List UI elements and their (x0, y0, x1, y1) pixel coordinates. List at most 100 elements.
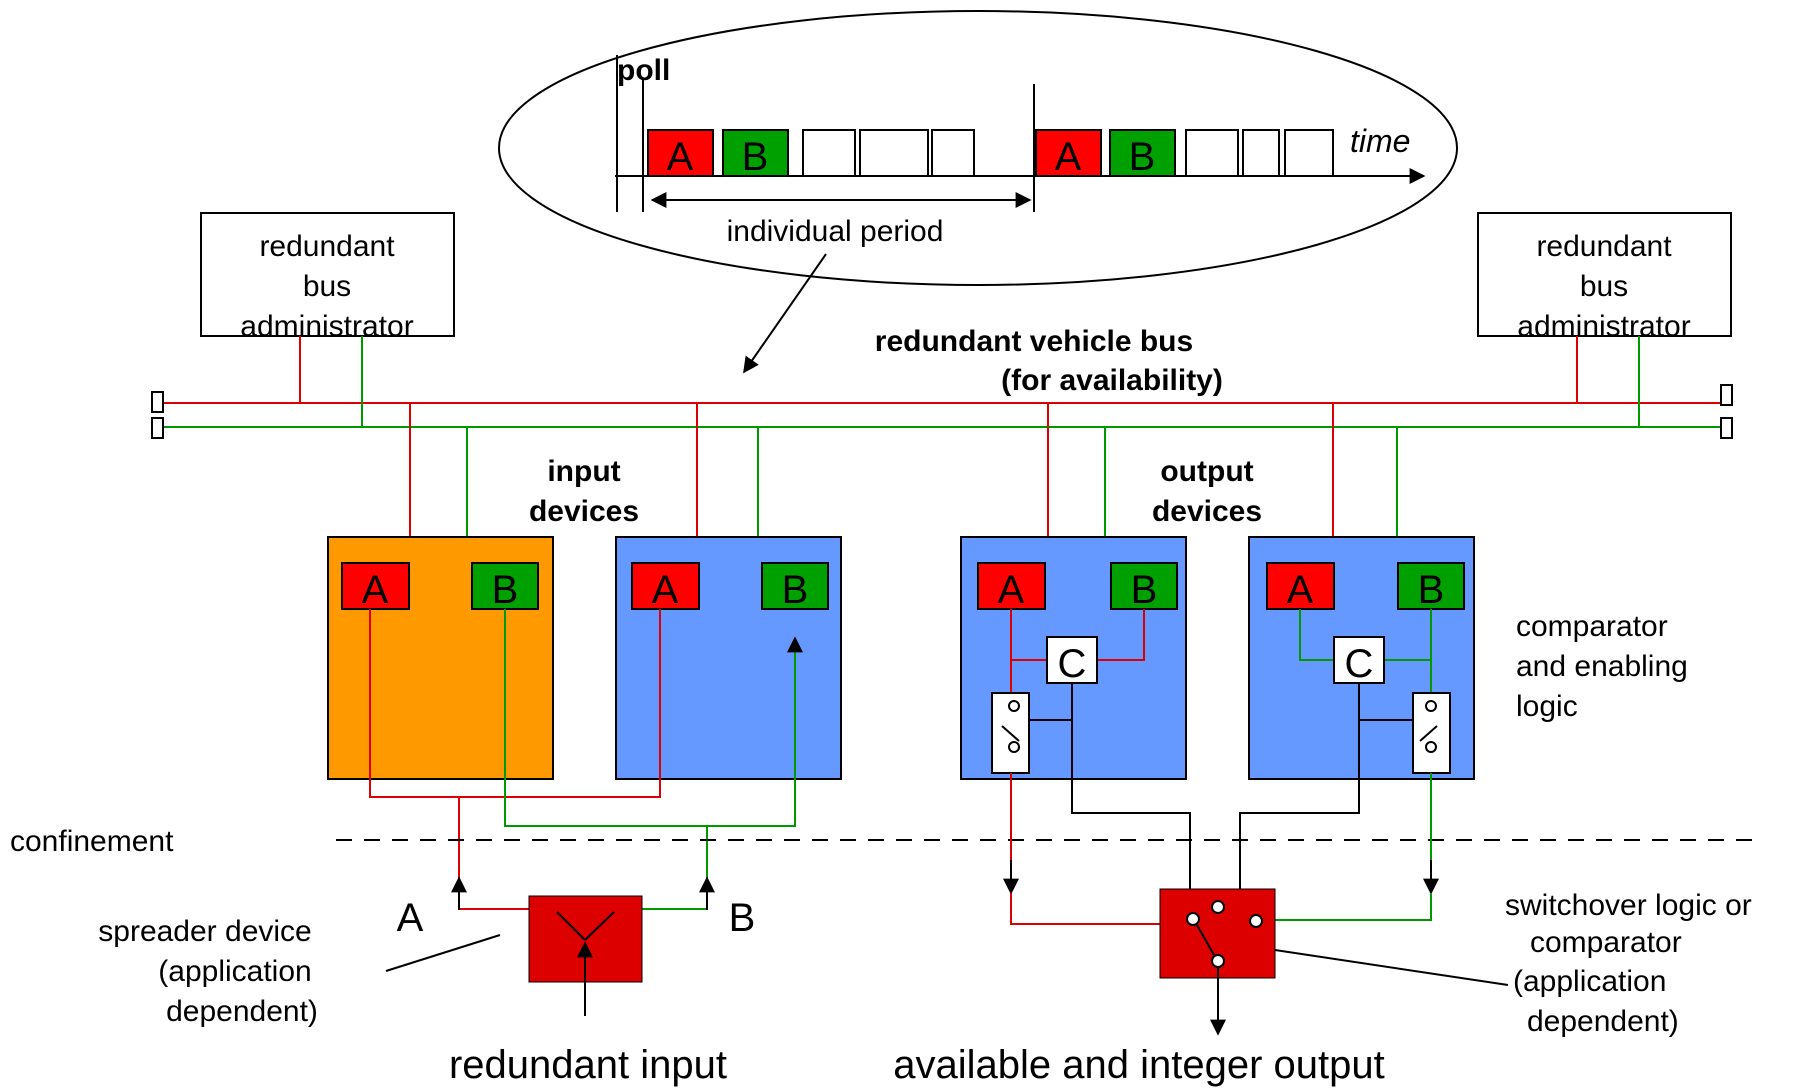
switch-blade (1001, 725, 1020, 742)
spreader-wire-b (642, 826, 708, 910)
switchover-pointer (1274, 949, 1509, 986)
input-wire-a (369, 609, 661, 798)
slot-b-2-label: B (1129, 135, 1156, 179)
administrator-label-line: administrator (240, 310, 413, 343)
switchover-annotation: (application (1513, 965, 1666, 998)
bus-administrator-left: redundant bus administrator (200, 212, 455, 343)
input-wire-b (504, 609, 803, 827)
empty-slot (1185, 129, 1239, 177)
switch-contact (1211, 900, 1225, 914)
output-devices-label: devices (1152, 495, 1262, 528)
channel-a-box (1266, 562, 1335, 610)
comparator-annotation: logic (1516, 690, 1578, 723)
channel-a-label: A (362, 568, 389, 612)
slot-a-2 (1035, 129, 1102, 177)
switch-contact (1008, 700, 1020, 712)
output-device-2: A B C (1248, 536, 1475, 780)
administrator-label-line: administrator (1517, 310, 1690, 343)
empty-slot (802, 129, 856, 177)
bus-terminator (151, 417, 164, 439)
slot-a-1 (647, 129, 714, 177)
redundant-input-label: redundant input (449, 1043, 727, 1087)
slot-a-2-label: A (1055, 135, 1082, 179)
switch-contact (1186, 912, 1200, 926)
switch-blade (1196, 924, 1215, 956)
internal-wire-a-to-c (1299, 609, 1334, 661)
switchover-device (1159, 888, 1276, 1036)
switch-contact (1425, 700, 1437, 712)
redundant-bus (151, 384, 1733, 439)
spreader-device (528, 895, 643, 1016)
timeline-ellipse (498, 10, 1458, 286)
switchover-annotation: comparator (1530, 926, 1682, 959)
comparator-annotation: comparator (1516, 610, 1668, 643)
channel-b-label: B (1418, 568, 1445, 612)
bus-terminator (1720, 417, 1733, 439)
output-wire-a-h (1010, 893, 1160, 925)
spreader-pointer (385, 934, 501, 972)
input-devices-label: devices (529, 495, 639, 528)
spreader-fork (584, 911, 615, 941)
timeline-callout: poll A B A B time individual period (498, 10, 1458, 286)
slot-b-2 (1109, 129, 1176, 177)
administrator-label-line: bus (1580, 270, 1628, 303)
enable-line-1 (1071, 720, 1191, 889)
output-devices-label: output (1160, 455, 1253, 488)
switch-blade (1419, 725, 1438, 742)
poll-label: poll (617, 54, 670, 87)
spreader-annotation: dependent) (166, 995, 318, 1028)
channel-b-box (1397, 562, 1465, 610)
callout-pointer (743, 253, 827, 374)
input-device-2: A B (615, 536, 842, 780)
administrator-box (200, 212, 455, 337)
comparator-annotation: and enabling (1516, 650, 1688, 683)
input-device-1: A B (327, 536, 554, 780)
internal-wire-b-to-c (1097, 609, 1145, 661)
administrator-label-line: redundant (1536, 230, 1672, 263)
empty-slot (931, 129, 975, 177)
channel-b-label: B (1131, 568, 1158, 612)
line-b-label: B (729, 896, 756, 940)
bus-subtitle: (for availability) (1001, 364, 1223, 397)
output-device-1: A B C (960, 536, 1187, 780)
switch-contact (1425, 741, 1437, 753)
administrator-box (1477, 212, 1732, 337)
channel-a-label: A (998, 568, 1025, 612)
switch-contact (1211, 954, 1225, 968)
channel-a-label: A (652, 568, 679, 612)
confinement-label: confinement (10, 825, 174, 858)
channel-a-box (631, 562, 700, 610)
spreader-wire-a (458, 876, 529, 910)
channel-b-box (1110, 562, 1178, 610)
output-label: available and integer output (893, 1043, 1384, 1087)
comparator-box (1333, 636, 1385, 684)
channel-a-box (341, 562, 410, 610)
enable-line-2 (1239, 720, 1360, 889)
slot-a-1-label: A (667, 135, 694, 179)
comparator-label: C (1058, 642, 1087, 686)
spreader-fork (556, 911, 586, 941)
bus-terminator (1720, 384, 1733, 406)
bus-administrator-right: redundant bus administrator (1477, 212, 1732, 343)
empty-slot (1284, 129, 1334, 177)
spreader-annotation: (application (158, 955, 311, 988)
bus-title: redundant vehicle bus (875, 325, 1193, 358)
administrator-label-line: bus (303, 270, 351, 303)
individual-period-label: individual period (727, 215, 944, 248)
channel-a-label: A (1287, 568, 1314, 612)
slot-b-1-label: B (742, 135, 769, 179)
line-a-label: A (397, 896, 424, 940)
channel-b-label: B (492, 568, 519, 612)
slot-b-1 (722, 129, 789, 177)
switch-contact (1008, 741, 1020, 753)
empty-slot (859, 129, 929, 177)
input-devices-label: input (547, 455, 620, 488)
channel-b-box (471, 562, 539, 610)
spreader-annotation: spreader device (98, 915, 311, 948)
output-wire-b-h (1275, 893, 1432, 921)
switchover-annotation: dependent) (1527, 1005, 1679, 1038)
switch-contact (1249, 914, 1263, 928)
time-label: time (1350, 123, 1410, 159)
comparator-label: C (1345, 642, 1374, 686)
